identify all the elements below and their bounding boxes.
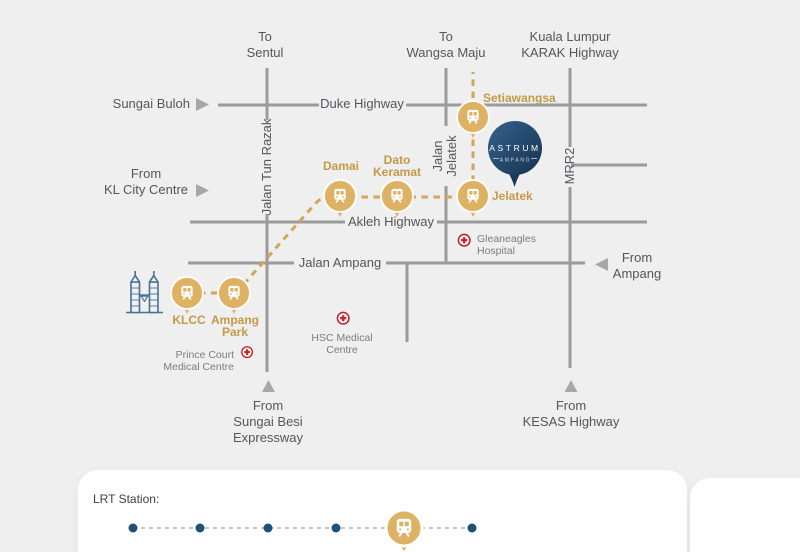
legend-stop-dot <box>195 523 205 533</box>
station-klcc <box>170 276 204 314</box>
label-from-ampang: From Ampang <box>612 250 662 281</box>
label-jalan-tun-razak: Jalan Tun Razak <box>259 118 274 216</box>
label-karak-highway: Kuala Lumpur KARAK Highway <box>521 29 619 60</box>
arrow-up-sungai-besi <box>262 380 275 392</box>
station-damai <box>323 179 357 217</box>
hospital-icon-prince-court <box>240 345 254 359</box>
twin-towers-icon <box>126 271 163 314</box>
label-station-setiawangsa: Setiawangsa <box>483 91 556 105</box>
arrow-right-kl-city <box>196 184 209 197</box>
legend-stop-dot <box>128 523 138 533</box>
next-card-partial <box>690 478 800 552</box>
station-jelatek <box>456 179 490 217</box>
arrow-right-sungai-buloh <box>196 98 209 111</box>
legend-stop-dot <box>331 523 341 533</box>
legend-stop-dot <box>263 523 273 533</box>
legend-stop-dot <box>467 523 477 533</box>
project-name: ASTRUM <box>489 143 541 153</box>
lrt-stations <box>170 100 490 314</box>
project-subtitle: AMPANG <box>500 158 532 164</box>
label-station-dato-keramat: Dato Keramat <box>372 153 422 179</box>
road-network <box>188 68 647 372</box>
station-ampang-park <box>217 276 251 314</box>
direction-arrows <box>196 98 608 392</box>
label-duke-highway: Duke Highway <box>320 96 404 111</box>
label-akleh-highway: Akleh Highway <box>348 214 434 229</box>
project-balloon: ASTRUM AMPANG <box>488 121 542 187</box>
hospital-icon-hsc <box>336 311 351 326</box>
label-jalan-ampang: Jalan Ampang <box>298 255 382 270</box>
label-sungai-buloh: Sungai Buloh <box>112 96 190 111</box>
label-to-sentul: To Sentul <box>246 29 284 60</box>
arrow-left-from-ampang <box>595 258 608 271</box>
label-from-kl-city-centre: From KL City Centre <box>103 166 189 197</box>
label-gleneagles-hospital: Gleaneagles Hospital <box>477 233 536 257</box>
station-dato-keramat <box>380 179 414 217</box>
label-jalan-jelatek: Jalan Jelatek <box>430 135 459 177</box>
label-station-ampang-park: Ampang Park <box>211 313 259 339</box>
label-station-jelatek: Jelatek <box>492 189 533 203</box>
label-mrr2: MRR2 <box>562 147 577 185</box>
legend-station-icon <box>384 508 424 551</box>
station-setiawangsa <box>456 100 490 138</box>
legend-card <box>78 470 687 552</box>
label-from-sungai-besi: From Sungai Besi Expressway <box>232 398 304 445</box>
label-from-kesas: From KESAS Highway <box>522 398 620 429</box>
label-station-damai: Damai <box>322 159 360 173</box>
legend-lrt-line <box>128 508 477 551</box>
legend-title: LRT Station: <box>93 492 160 506</box>
arrow-up-kesas <box>564 380 578 392</box>
label-hsc-medical-centre: HSC Medical Centre <box>311 332 373 356</box>
label-station-klcc: KLCC <box>172 313 206 327</box>
label-prince-court-medical-centre: Prince Court Medical Centre <box>163 349 234 373</box>
hospital-icon-gleneagles <box>457 233 472 248</box>
label-to-wangsa-maju: To Wangsa Maju <box>406 29 486 60</box>
